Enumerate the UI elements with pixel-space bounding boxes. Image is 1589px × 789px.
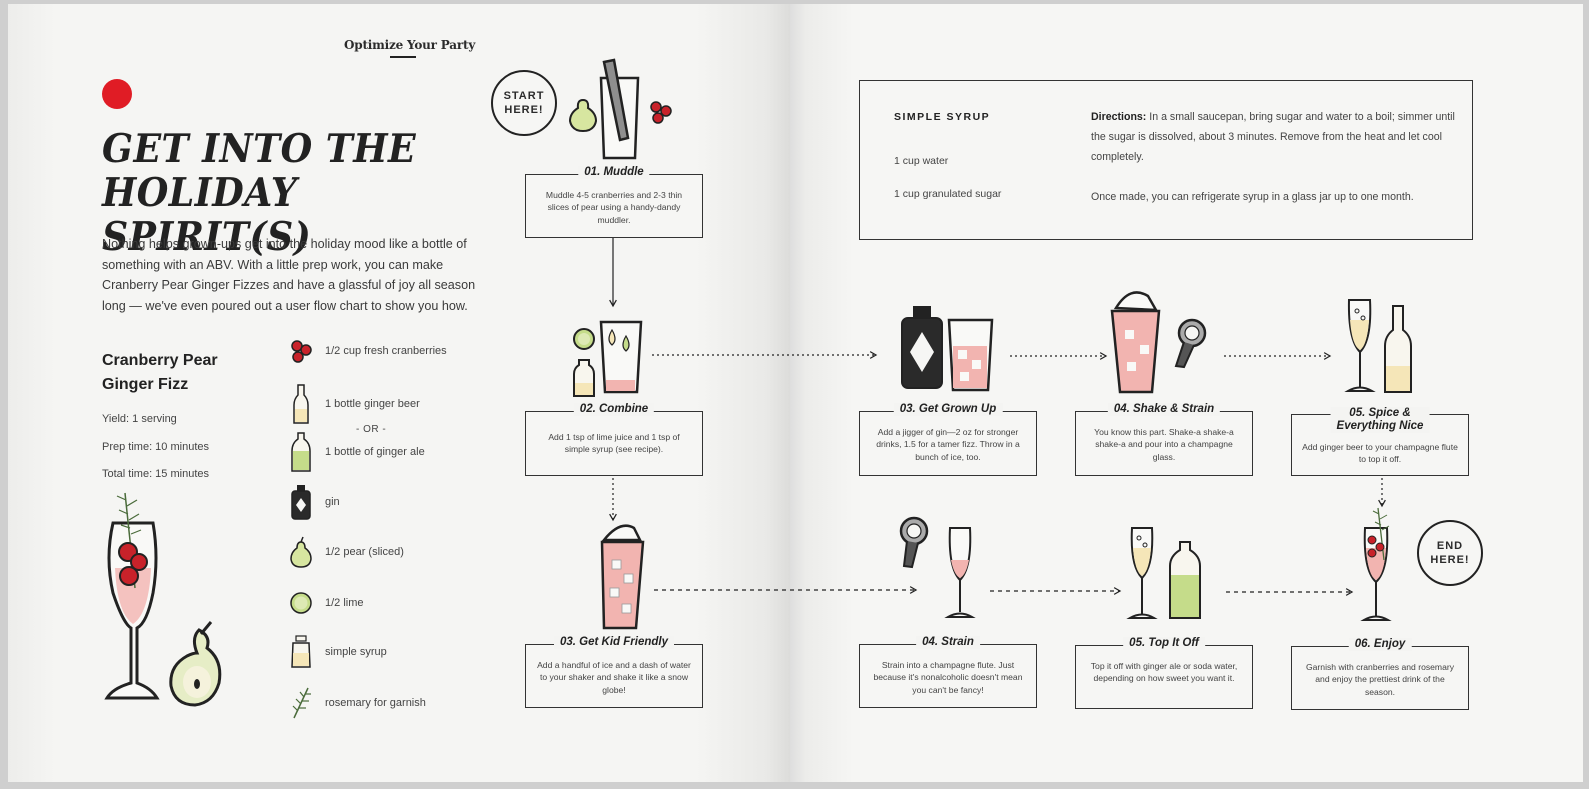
syrup-title: SIMPLE SYRUP: [894, 111, 991, 123]
syrup-note: Once made, you can refrigerate syrup in …: [1091, 191, 1414, 203]
start-here-badge: START HERE!: [491, 70, 557, 136]
cocktail-glass-illustration: [104, 492, 222, 707]
recipe-name-line-1: Cranberry Pear: [102, 352, 218, 369]
or-separator: - OR -: [356, 424, 387, 435]
recipe-total-time: Total time: 15 minutes: [102, 468, 209, 480]
step-title-line-2: Everything Nice: [1336, 420, 1424, 432]
ingredient-simple-syrup: simple syrup: [286, 634, 476, 670]
ingredient-label: 1 bottle ginger beer: [325, 398, 420, 410]
step-combine: 02. Combine Add 1 tsp of lime juice and …: [525, 403, 703, 476]
step-title: 04. Strain: [916, 636, 980, 649]
step-description: Garnish with cranberries and rosemary an…: [1305, 662, 1455, 697]
end-here-badge: END HERE!: [1417, 520, 1483, 586]
title-line-2: HOLIDAY SPIRIT(S): [102, 170, 312, 260]
step-title: 05. Top It Off: [1123, 637, 1205, 650]
step-description: Add ginger beer to your champagne flute …: [1302, 442, 1458, 465]
red-dot-ornament: [102, 79, 132, 109]
step-title: 05. Spice &Everything Nice: [1330, 407, 1430, 433]
gin-bottle-icon: [286, 484, 316, 520]
step-title-line-1: 05. Spice &: [1349, 407, 1411, 419]
start-label-line-1: START: [503, 90, 545, 102]
ingredient-label: simple syrup: [325, 646, 387, 658]
ingredient-label: 1 bottle of ginger ale: [325, 446, 425, 458]
step-get-kid-friendly: 03. Get Kid Friendly Add a handful of ic…: [525, 636, 703, 708]
ingredient-gin: gin: [286, 484, 476, 520]
step-title: 06. Enjoy: [1348, 638, 1412, 651]
step-description: Add 1 tsp of lime juice and 1 tsp of sim…: [548, 432, 680, 455]
recipe-name: Cranberry Pear Ginger Fizz: [102, 349, 262, 397]
step-shake-strain: 04. Shake & Strain You know this part. S…: [1075, 403, 1253, 476]
ingredient-label: gin: [325, 496, 340, 508]
directions-text: In a small saucepan, bring sugar and wat…: [1091, 111, 1455, 163]
ingredient-cranberries: 1/2 cup fresh cranberries: [286, 336, 476, 366]
step-title: 03. Get Kid Friendly: [554, 636, 674, 649]
end-label-line-1: END: [1436, 540, 1464, 552]
ingredient-label: 1/2 cup fresh cranberries: [325, 345, 447, 357]
section-header: Optimize Your Party: [344, 38, 476, 52]
recipe-yield: Yield: 1 serving: [102, 413, 177, 425]
syrup-directions: Directions: In a small saucepan, bring s…: [1091, 107, 1456, 167]
step-description: Top it off with ginger ale or soda water…: [1090, 661, 1238, 684]
ginger-beer-bottle-icon: [286, 384, 316, 424]
step-get-grown-up: 03. Get Grown Up Add a jigger of gin—2 o…: [859, 403, 1037, 476]
step-description: Add a jigger of gin—2 oz for stronger dr…: [876, 427, 1020, 462]
step-title: 02. Combine: [573, 403, 655, 416]
end-label-line-2: HERE!: [1430, 554, 1470, 566]
ingredient-ginger-ale: 1 bottle of ginger ale: [286, 432, 476, 472]
ingredient-label: 1/2 lime: [325, 597, 364, 609]
step-top-it-off: 05. Top It Off Top it off with ginger al…: [1075, 637, 1253, 709]
ingredient-pear: 1/2 pear (sliced): [286, 535, 476, 569]
ginger-ale-bottle-icon: [286, 432, 316, 472]
intro-paragraph: Nothing helps grown-ups get into the hol…: [102, 237, 476, 313]
ingredient-label: rosemary for garnish: [325, 697, 426, 709]
syrup-item-sugar: 1 cup granulated sugar: [894, 188, 1002, 200]
start-label-line-2: HERE!: [504, 104, 544, 116]
step-enjoy: 06. Enjoy Garnish with cranberries and r…: [1291, 638, 1469, 710]
ingredient-label: 1/2 pear (sliced): [325, 546, 404, 558]
step-description: Add a handful of ice and a dash of water…: [537, 660, 691, 695]
recipe-prep-time: Prep time: 10 minutes: [102, 441, 209, 453]
ingredient-ginger-beer: 1 bottle ginger beer: [286, 384, 476, 424]
syrup-item-water: 1 cup water: [894, 155, 949, 167]
lime-icon: [286, 588, 316, 618]
step-spice-everything-nice: 05. Spice &Everything Nice Add ginger be…: [1291, 407, 1469, 476]
step-title: 03. Get Grown Up: [893, 403, 1003, 416]
title-line-1: GET INTO THE: [102, 126, 417, 172]
recipe-name-line-2: Ginger Fizz: [102, 376, 189, 393]
rosemary-icon: [286, 686, 316, 720]
simple-syrup-box: [859, 80, 1473, 240]
pear-icon: [286, 535, 316, 569]
step-description: Strain into a champagne flute. Just beca…: [873, 660, 1023, 695]
directions-label: Directions:: [1091, 111, 1147, 123]
step-description: You know this part. Shake-a shake-a shak…: [1094, 427, 1234, 462]
page-title: GET INTO THE HOLIDAY SPIRIT(S): [102, 127, 493, 259]
ingredient-lime: 1/2 lime: [286, 588, 476, 618]
header-underline: [390, 56, 416, 58]
syrup-jar-icon: [286, 634, 316, 670]
step-strain: 04. Strain Strain into a champagne flute…: [859, 636, 1037, 708]
cranberries-icon: [286, 336, 316, 366]
step-title: 04. Shake & Strain: [1107, 403, 1221, 416]
step-muddle: 01. Muddle Muddle 4-5 cranberries and 2-…: [525, 166, 703, 238]
step-title: 01. Muddle: [578, 166, 650, 179]
ingredient-rosemary: rosemary for garnish: [286, 686, 476, 720]
step-description: Muddle 4-5 cranberries and 2-3 thin slic…: [545, 190, 683, 225]
